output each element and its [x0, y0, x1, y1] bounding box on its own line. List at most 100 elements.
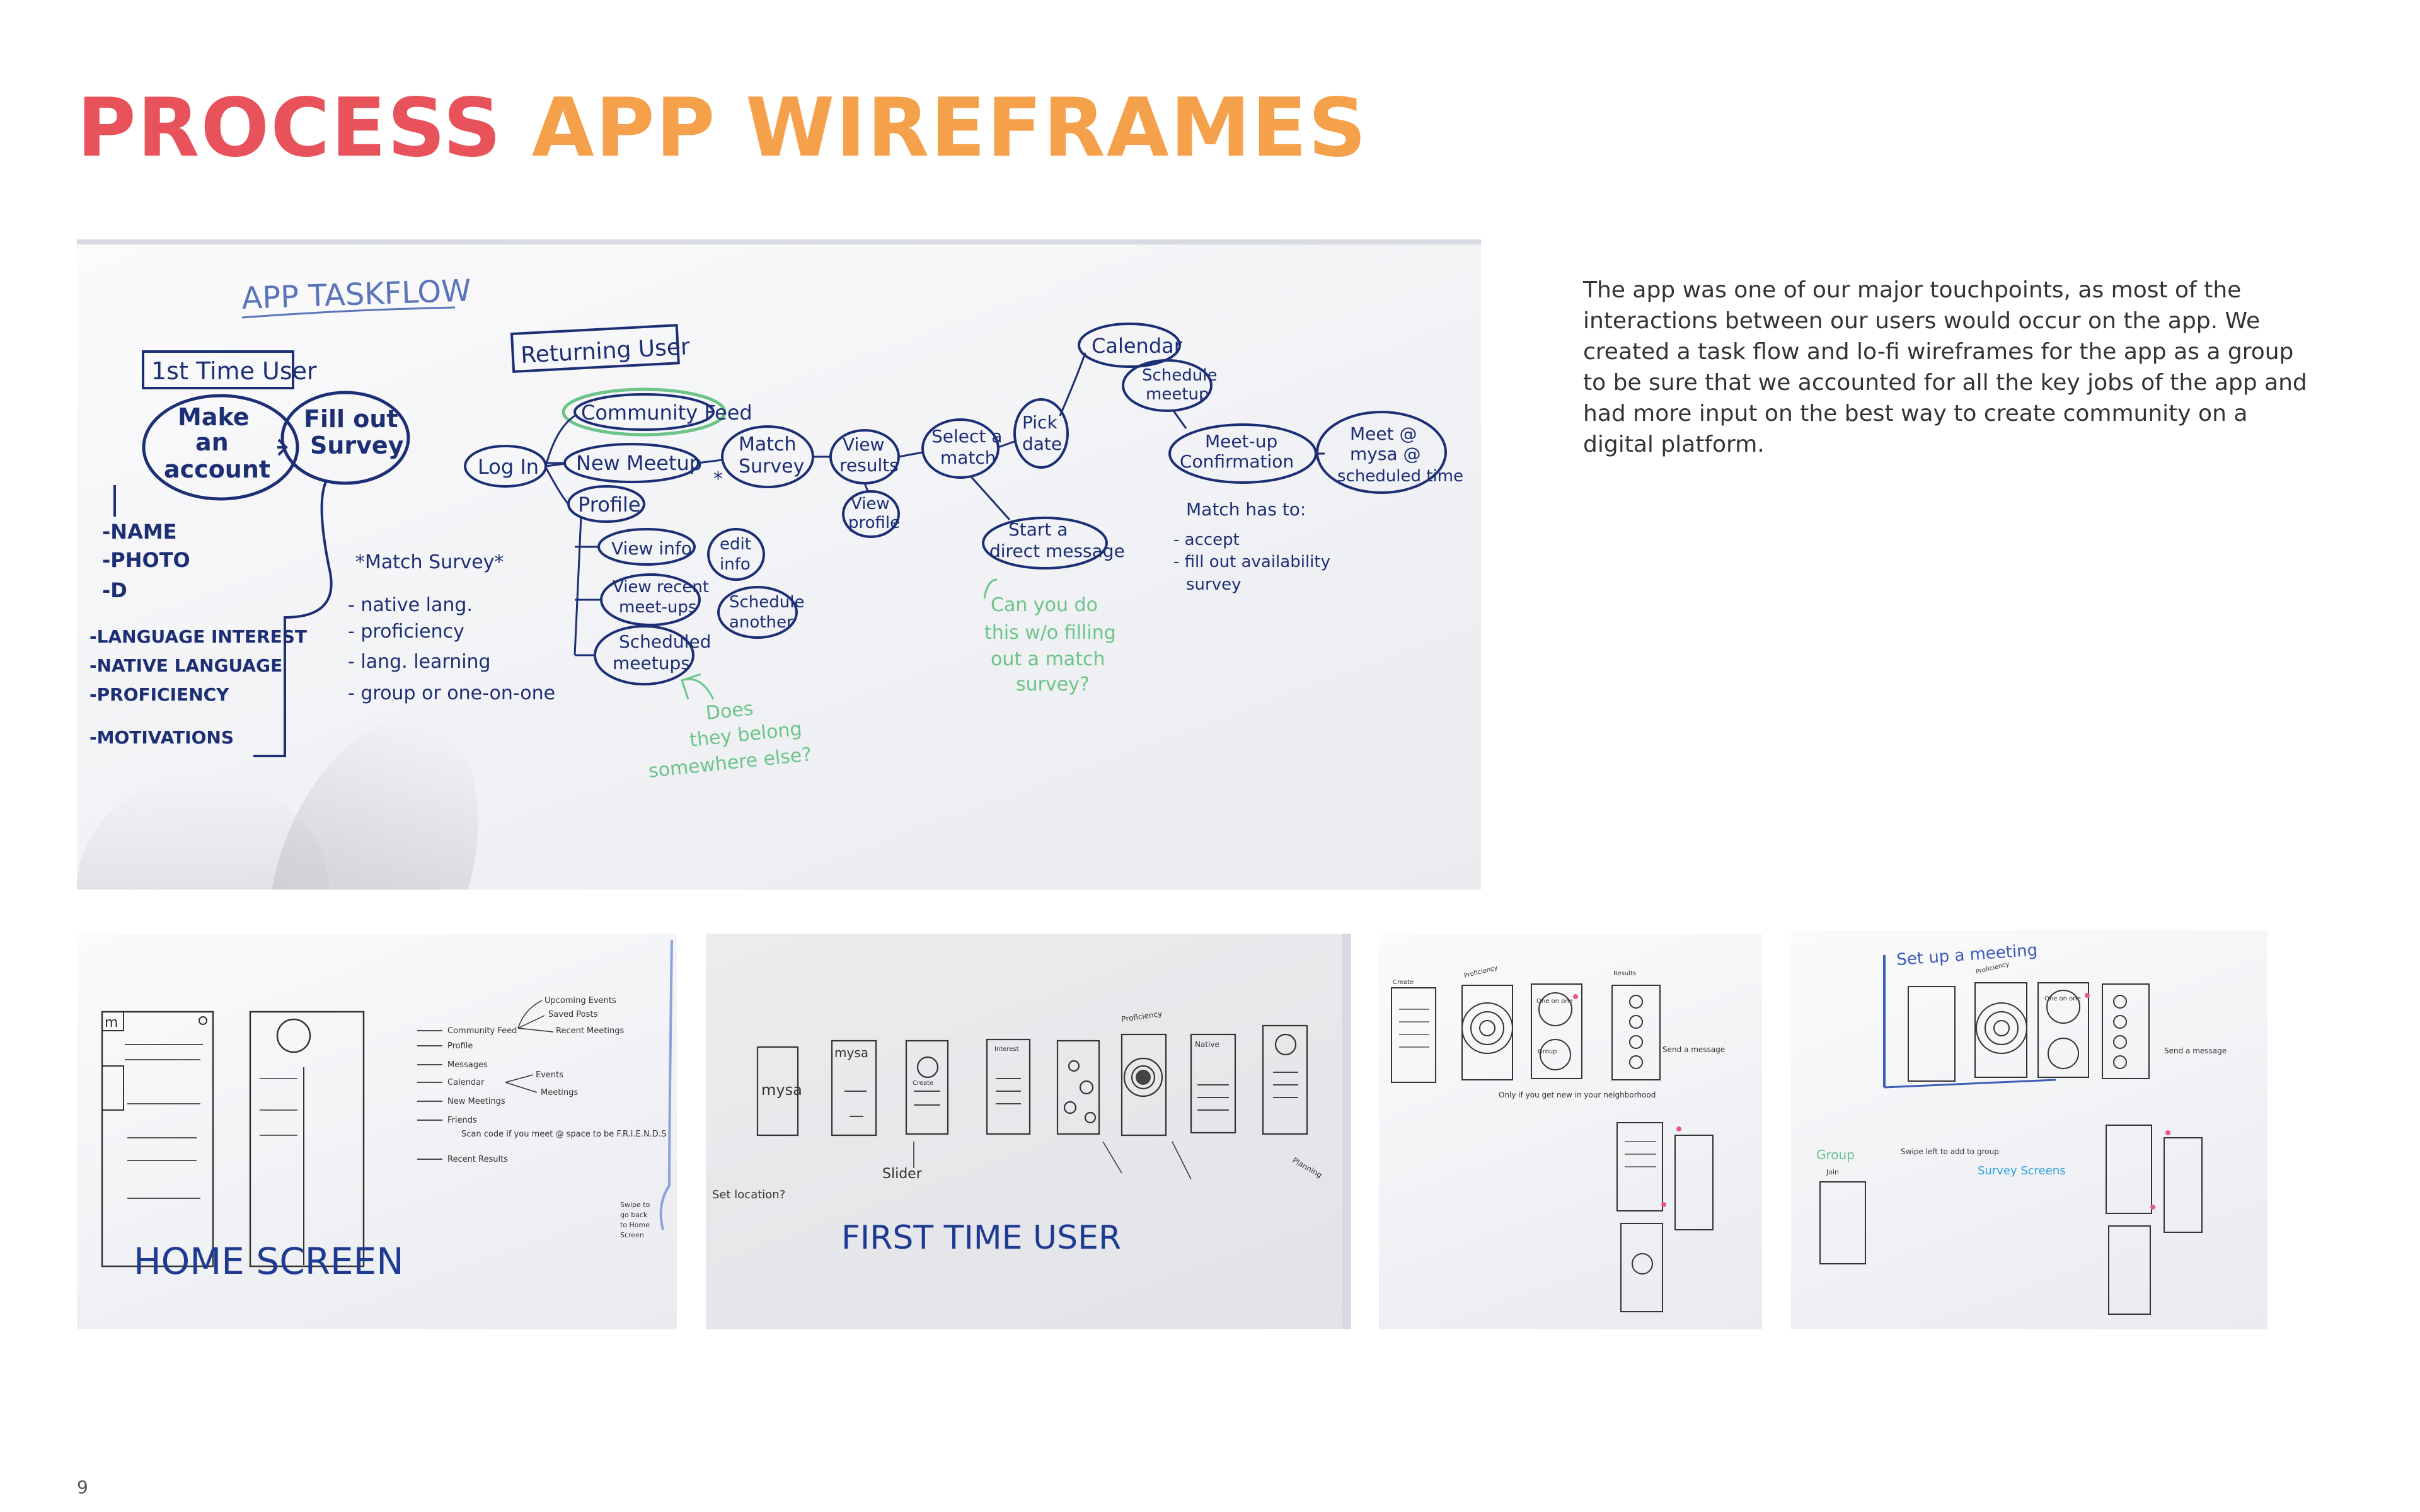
- svg-text:profile: profile: [848, 513, 900, 532]
- svg-text:Survey: Survey: [310, 432, 404, 459]
- svg-text:- accept: - accept: [1173, 530, 1240, 549]
- svg-text:-D: -D: [102, 578, 127, 602]
- photo-home-screen: m Community Feed Profile Messages Calend…: [77, 934, 677, 1329]
- svg-text:Does: Does: [705, 697, 754, 724]
- svg-text:-PROFICIENCY: -PROFICIENCY: [89, 684, 229, 705]
- svg-text:-PHOTO: -PHOTO: [102, 548, 190, 572]
- svg-text:match: match: [940, 447, 996, 468]
- svg-text:results: results: [839, 455, 899, 476]
- svg-text:Only if you get new in your ne: Only if you get new in your neighborhood: [1499, 1091, 1656, 1099]
- svg-text:Confirmation: Confirmation: [1180, 451, 1294, 472]
- svg-text:Meet @: Meet @: [1350, 423, 1417, 444]
- svg-text:Schedule: Schedule: [1142, 366, 1217, 385]
- svg-text:meetup: meetup: [1146, 385, 1209, 404]
- setup-meeting-title: Set up a meeting: [1896, 941, 2038, 970]
- svg-text:Screen: Screen: [620, 1231, 644, 1239]
- svg-text:m: m: [105, 1015, 118, 1031]
- svg-text:info: info: [720, 555, 751, 574]
- svg-text:Send a message: Send a message: [1662, 1045, 1725, 1054]
- svg-text:Calendar: Calendar: [1092, 334, 1183, 358]
- svg-text:out a match: out a match: [991, 648, 1105, 670]
- svg-text:View info: View info: [611, 538, 692, 559]
- svg-text:*Match Survey*: *Match Survey*: [355, 551, 504, 573]
- svg-text:Profile: Profile: [578, 493, 641, 517]
- svg-text:Messages: Messages: [447, 1060, 488, 1070]
- svg-text:Join: Join: [1826, 1168, 1839, 1176]
- page-title: PROCESS APP WIREFRAMES: [77, 88, 1368, 169]
- svg-text:Community Feed: Community Feed: [581, 401, 752, 425]
- svg-text:an: an: [195, 428, 229, 456]
- svg-text:Community Feed: Community Feed: [447, 1026, 517, 1036]
- svg-text:-NAME: -NAME: [102, 520, 177, 544]
- svg-text:Survey: Survey: [739, 455, 804, 478]
- svg-text:Recent Results: Recent Results: [447, 1155, 508, 1164]
- title-process: PROCESS: [77, 81, 503, 175]
- svg-text:meetups: meetups: [613, 653, 690, 673]
- svg-text:Scan code if you meet @ space: Scan code if you meet @ space to be F.R.…: [461, 1130, 666, 1139]
- svg-text:-MOTIVATIONS: -MOTIVATIONS: [89, 727, 234, 748]
- svg-text:Swipe left to add to group: Swipe left to add to group: [1901, 1147, 1999, 1156]
- svg-text:mysa: mysa: [834, 1045, 868, 1060]
- svg-text:mysa @: mysa @: [1350, 444, 1421, 464]
- svg-text:mysa: mysa: [761, 1081, 802, 1099]
- svg-text:New Meetings: New Meetings: [447, 1097, 505, 1106]
- title-app-wireframes: APP WIREFRAMES: [531, 81, 1368, 175]
- svg-text:Saved Posts: Saved Posts: [548, 1010, 597, 1019]
- svg-text:another: another: [729, 613, 793, 632]
- svg-text:Match has to:: Match has to:: [1186, 499, 1306, 520]
- svg-text:Schedule: Schedule: [729, 593, 804, 612]
- svg-text:date: date: [1022, 433, 1062, 454]
- svg-text:One on one: One on one: [1536, 998, 1573, 1005]
- first-time-user-title: FIRST TIME USER: [841, 1219, 1121, 1257]
- svg-text:edit: edit: [720, 535, 751, 554]
- svg-text:Set location?: Set location?: [712, 1188, 785, 1201]
- svg-text:Profile: Profile: [447, 1041, 473, 1051]
- svg-text:Meet-up: Meet-up: [1205, 431, 1277, 452]
- svg-text:this w/o filling: this w/o filling: [984, 622, 1116, 644]
- svg-text:Slider: Slider: [882, 1166, 923, 1182]
- match-screens-drawing: Proficiency Create One on one Group Resu…: [1391, 965, 1725, 1312]
- photo-match-screens: Proficiency Create One on one Group Resu…: [1379, 934, 1762, 1329]
- home-screen-drawing: m Community Feed Profile Messages Calend…: [101, 939, 673, 1283]
- svg-text:View: View: [851, 495, 890, 513]
- svg-text:Group: Group: [1816, 1147, 1855, 1162]
- svg-text:-NATIVE LANGUAGE: -NATIVE LANGUAGE: [89, 655, 282, 676]
- svg-text:New Meetup: New Meetup: [576, 451, 702, 475]
- label-first-time-user: 1st Time User: [151, 357, 317, 385]
- svg-text:direct message: direct message: [989, 541, 1125, 561]
- svg-text:somewhere else?: somewhere else?: [647, 743, 812, 782]
- description-paragraph: The app was one of our major touchpoints…: [1583, 277, 2307, 457]
- svg-text:Results: Results: [1613, 970, 1636, 977]
- svg-text:scheduled time: scheduled time: [1337, 467, 1463, 486]
- svg-text:go back: go back: [620, 1211, 648, 1219]
- svg-text:Match: Match: [739, 433, 797, 455]
- svg-text:Survey Screens: Survey Screens: [1978, 1164, 2066, 1177]
- svg-text:Calendar: Calendar: [447, 1078, 485, 1087]
- svg-text:Group: Group: [1538, 1048, 1557, 1055]
- home-screen-title: HOME SCREEN: [134, 1240, 404, 1283]
- svg-text:survey?: survey?: [1016, 673, 1090, 696]
- svg-text:Fill out: Fill out: [304, 405, 398, 433]
- svg-text:-LANGUAGE INTEREST: -LANGUAGE INTEREST: [89, 626, 307, 647]
- svg-text:Pick: Pick: [1022, 412, 1057, 433]
- photo-first-time-user: mysa mysa Create Interest Native Slider …: [706, 934, 1351, 1329]
- svg-text:One on one: One on one: [2044, 995, 2081, 1002]
- taskflow-heading: APP TASKFLOW: [241, 273, 471, 316]
- svg-text:- group or one-on-one: - group or one-on-one: [348, 682, 555, 704]
- svg-text:Proficiency: Proficiency: [1463, 965, 1498, 980]
- photo-app-taskflow: APP TASKFLOW 1st Time User Make an accou…: [77, 239, 1481, 890]
- svg-text:account: account: [164, 455, 270, 483]
- taskflow-drawing: APP TASKFLOW 1st Time User Make an accou…: [77, 239, 1481, 890]
- svg-text:Interest: Interest: [994, 1046, 1019, 1053]
- svg-text:Scheduled: Scheduled: [619, 631, 711, 652]
- svg-text:Swipe to: Swipe to: [620, 1201, 650, 1209]
- svg-text:- fill out availability: - fill out availability: [1173, 553, 1330, 571]
- svg-text:Can you do: Can you do: [991, 594, 1098, 616]
- svg-text:Start a: Start a: [1008, 519, 1068, 540]
- svg-text:- native lang.: - native lang.: [348, 594, 473, 616]
- page-number: 9: [77, 1477, 88, 1498]
- svg-text:Meetings: Meetings: [541, 1088, 578, 1097]
- svg-text:View: View: [843, 434, 884, 455]
- svg-text:Events: Events: [536, 1070, 563, 1080]
- svg-text:Create: Create: [1393, 979, 1414, 986]
